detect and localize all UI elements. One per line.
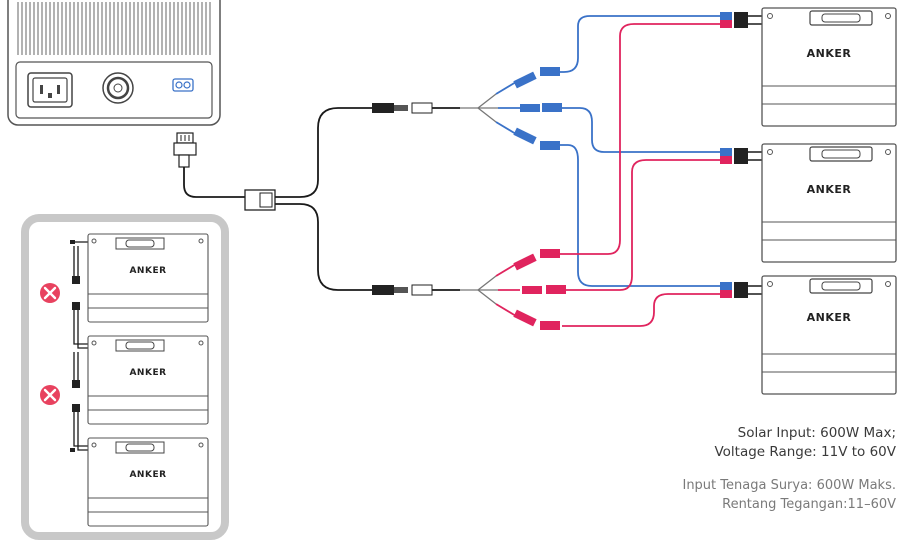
power-station-vent-grille bbox=[17, 2, 211, 55]
panel-connectors bbox=[720, 12, 748, 298]
ac-outlet-icon bbox=[27, 72, 73, 108]
inset-panel-1-brand: ANKER bbox=[129, 266, 166, 276]
inset-panel-2-brand: ANKER bbox=[129, 368, 166, 378]
negative-cables bbox=[495, 15, 720, 287]
main-cable bbox=[183, 107, 460, 291]
solar-spec-caption-en: Solar Input: 600W Max; Voltage Range: 11… bbox=[714, 424, 896, 462]
solar-input-text: Solar Input: 600W Max; bbox=[737, 425, 896, 441]
branch-splitter-positive bbox=[460, 275, 498, 305]
positive-cables bbox=[495, 23, 720, 327]
solar-spec-caption-id: Input Tenaga Surya: 600W Maks. Rentang T… bbox=[682, 476, 896, 514]
x-circle-icon bbox=[40, 283, 60, 303]
branch-splitter-negative bbox=[460, 93, 498, 123]
voltage-range-text: Voltage Range: 11V to 60V bbox=[714, 444, 896, 460]
voltage-range-text-id: Rentang Tegangan:11–60V bbox=[722, 497, 896, 512]
input-port-icon bbox=[172, 78, 194, 92]
solar-panel-3-brand: ANKER bbox=[807, 311, 852, 324]
solar-panel-2 bbox=[761, 143, 897, 263]
positive-connectors bbox=[513, 249, 566, 330]
incorrect-wiring-inset bbox=[21, 214, 229, 540]
knob-icon bbox=[102, 72, 134, 104]
negative-connectors bbox=[513, 67, 562, 150]
solar-input-text-id: Input Tenaga Surya: 600W Maks. bbox=[682, 478, 896, 493]
solar-panel-1-brand: ANKER bbox=[807, 47, 852, 60]
solar-panel-3 bbox=[761, 275, 897, 395]
power-station bbox=[7, 0, 221, 168]
solar-panel-1 bbox=[761, 7, 897, 127]
x-circle-icon bbox=[40, 385, 60, 405]
y-splitter-main bbox=[244, 189, 276, 211]
input-plug bbox=[173, 132, 197, 168]
inset-panel-3-brand: ANKER bbox=[129, 470, 166, 480]
mc4-connector-bottom bbox=[372, 284, 433, 296]
mc4-connector-top bbox=[372, 102, 433, 114]
solar-panel-2-brand: ANKER bbox=[807, 183, 852, 196]
